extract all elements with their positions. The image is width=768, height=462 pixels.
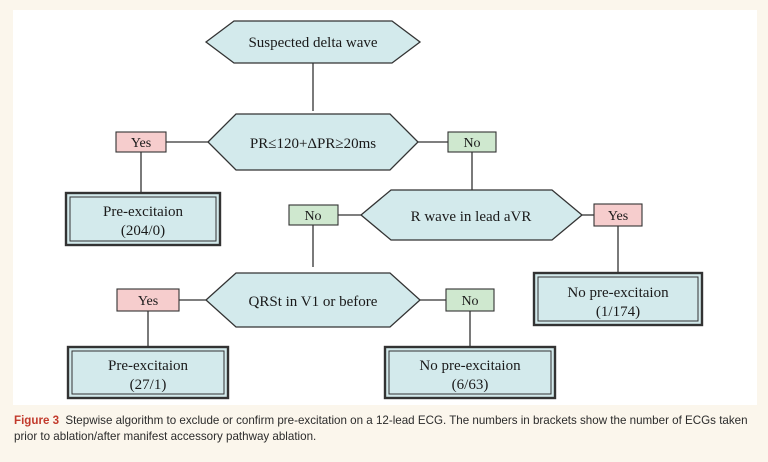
label-avr-yes: Yes xyxy=(593,203,643,227)
label-pr-yes-text: Yes xyxy=(131,136,151,151)
outcome-3-count: (27/1) xyxy=(130,377,167,393)
decision-pr: PR≤120+ΔPR≥20ms xyxy=(207,113,419,171)
label-qrst-no-text: No xyxy=(461,294,478,309)
decision-avr: R wave in lead aVR xyxy=(359,189,584,241)
label-qrst-yes-text: Yes xyxy=(138,294,158,309)
figure-caption: Figure 3 Stepwise algorithm to exclude o… xyxy=(14,413,754,445)
decision-pr-label: PR≤120+ΔPR≥20ms xyxy=(250,136,376,152)
outcome-1-title: Pre-excitaion xyxy=(103,204,183,220)
outcome-preexcitation-3: Pre-excitaion (27/1) xyxy=(66,345,230,400)
outcome-1-count: (204/0) xyxy=(121,223,165,239)
figure-label: Figure 3 xyxy=(14,414,60,427)
label-qrst-no: No xyxy=(445,288,495,312)
label-avr-no: No xyxy=(288,204,339,226)
caption-text: Stepwise algorithm to exclude or confirm… xyxy=(14,414,748,443)
label-avr-no-text: No xyxy=(304,209,321,224)
label-qrst-yes: Yes xyxy=(116,288,180,312)
outcome-4-title: No pre-excitaion xyxy=(419,358,521,374)
connectors xyxy=(140,63,619,347)
decision-start: Suspected delta wave xyxy=(204,20,422,64)
label-avr-yes-text: Yes xyxy=(608,209,628,224)
decision-avr-label: R wave in lead aVR xyxy=(411,209,532,225)
decision-qrst: QRSt in V1 or before xyxy=(205,272,421,328)
outcome-preexcitation-1: Pre-excitaion (204/0) xyxy=(64,191,222,247)
outcome-no-preexcitation-2: No pre-excitaion (1/174) xyxy=(532,271,704,327)
label-pr-yes: Yes xyxy=(115,131,167,153)
outcome-4-count: (6/63) xyxy=(452,377,489,393)
outcome-2-title: No pre-excitaion xyxy=(567,285,669,301)
outcome-3-title: Pre-excitaion xyxy=(108,358,188,374)
decision-qrst-label: QRSt in V1 or before xyxy=(249,294,378,310)
label-pr-no-text: No xyxy=(463,136,480,151)
label-pr-no: No xyxy=(447,131,497,153)
decision-start-label: Suspected delta wave xyxy=(248,35,377,51)
outcome-2-count: (1/174) xyxy=(596,304,640,320)
outcome-no-preexcitation-4: No pre-excitaion (6/63) xyxy=(383,345,557,400)
